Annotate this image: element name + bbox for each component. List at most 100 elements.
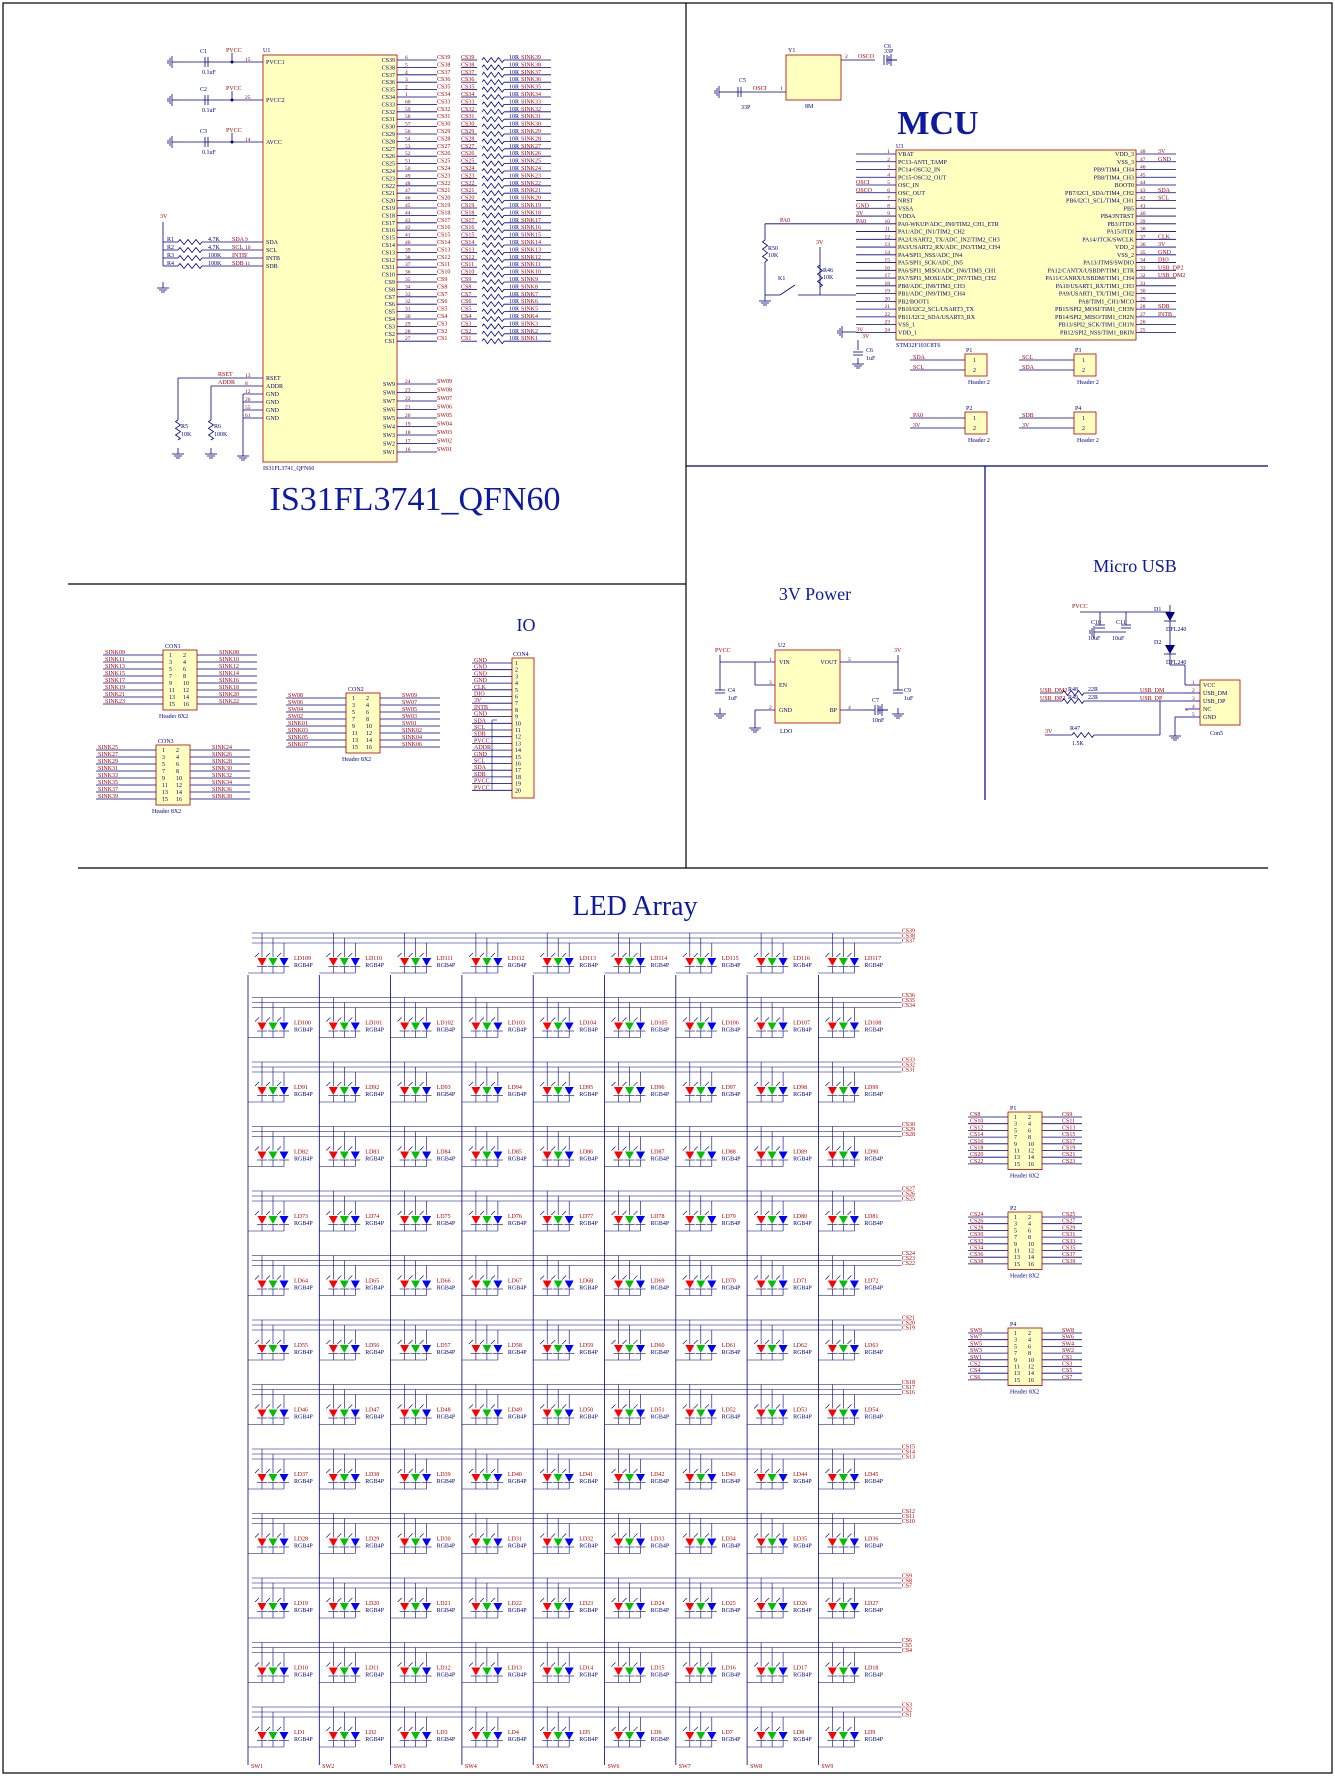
con2-right-pin-number: 2 [366,696,369,702]
led-emission-arrow [337,952,342,958]
led-diode [827,1216,837,1224]
led-emission-arrow [836,1597,841,1603]
usb-cap-ref: C10 [1091,620,1101,626]
led-diode [471,1409,481,1418]
driver-left-pin-name: GND [266,408,280,414]
led-part: RGB4P [722,1028,741,1034]
led-ref: LD28 [294,1537,308,1543]
led-part: RGB4P [651,1221,670,1227]
led-ref: LD110 [365,956,382,962]
mcu-pa0-net: PA0 [780,218,790,224]
led-part: RGB4P [793,1608,812,1614]
led-diode [767,1345,777,1353]
mcu-decoupling-cap [853,351,863,356]
led-emission-arrow [704,1404,710,1409]
led-emission-arrow [408,1662,413,1667]
mcu-left-pin-number: 19 [885,289,891,295]
led-diode [422,1603,432,1611]
led-diode [339,1667,349,1676]
led-ref: LD113 [579,956,596,962]
led-diode [838,1538,848,1547]
led-diode [257,1151,267,1160]
led-diode [493,1667,503,1676]
led-emission-arrow [704,1726,710,1732]
led-part: RGB4P [365,1350,384,1356]
led-emission-arrow [419,952,424,958]
led-emission-arrow [254,1597,260,1603]
led-part: RGB4P [793,1286,812,1292]
led-header-pin-number: 13 [1014,1155,1020,1161]
driver-sw-pin-number: 20 [405,413,411,419]
driver-sink-value: 10R [509,277,519,283]
led-header-pin-number: 3 [1014,1222,1017,1228]
led-ref: LD114 [651,956,668,962]
led-ref: LD39 [437,1472,451,1478]
led-emission-arrow [753,1275,759,1280]
driver-cap-ground [167,56,178,68]
mcu-left-pin-number: 22 [885,312,891,318]
led-part: RGB4P [864,1415,883,1421]
driver-cs-pin-name: CS8 [385,287,395,293]
led-ref: LD42 [651,1472,665,1478]
driver-sink-value: 10R [509,336,519,342]
con4-pin-number: 8 [515,708,518,714]
crystal-net-in: OSCI [753,86,767,92]
driver-sink-cs-net: CS30 [461,122,474,128]
led-diode [707,1667,717,1676]
led-diode [411,958,421,966]
driver-cs-pin-name: CS31 [382,117,395,123]
driver-sink-value: 10R [509,270,519,276]
driver-cap-ground [167,94,178,106]
led-column-net: SW4 [465,1764,477,1770]
led-header-pin-number: 1 [1014,1215,1017,1221]
led-ref: LD79 [722,1214,736,1220]
led-emission-arrow [408,1146,413,1151]
led-diode [339,1345,349,1353]
driver-cs-pin-number: 31 [405,307,411,313]
mcu-ic-body [895,149,1137,341]
driver-cs-pin-number: 3 [405,77,408,83]
led-ref: LD38 [365,1472,379,1478]
led-diode [767,1667,777,1676]
led-emission-arrow [550,1533,556,1538]
led-column-net: SW3 [394,1764,406,1770]
led-ref: LD33 [651,1537,665,1543]
led-diode [564,1667,574,1676]
led-emission-arrow [633,1468,638,1474]
led-emission-arrow [693,1146,699,1151]
con2-left-net: SW06 [288,700,303,706]
led-ref: LD58 [508,1343,522,1349]
led-diode [268,1538,278,1547]
led-diode [257,1022,267,1031]
led-emission-arrow [775,1339,781,1345]
led-diode [339,1151,349,1160]
driver-cs-pin-number: 41 [405,233,411,239]
mcu-right-pin-name: PA12/CANTX/USBDP/TIM1_ETR [1048,268,1134,274]
led-diode [696,1216,706,1224]
led-diode [614,1603,623,1611]
led-diode [411,1087,421,1095]
led-emission-arrow [397,1468,402,1474]
led-emission-arrow [704,952,710,958]
driver-left-pin-name: SDB [266,264,278,270]
ldo-cap-ref: C4 [728,688,735,694]
led-diode [257,1732,267,1740]
led-ref: LD95 [579,1085,593,1091]
led-ref: LD26 [793,1601,807,1607]
mcu-left-pin-number: 7 [887,196,890,202]
driver-left-pin-name: SCL [266,248,277,254]
con4-net: PVCC [474,785,490,791]
driver-sw-pin-name: SW5 [383,416,395,422]
led-part: RGB4P [864,1157,883,1163]
led-header-right-net: CS35 [1062,1246,1075,1252]
con4-pin-number: 10 [515,721,521,727]
ldo-out-cap-value: 1uF [904,696,914,702]
con2-left-net: SINK01 [288,721,308,727]
driver-cs-net: CS26 [437,151,450,157]
mcu-left-pin-name: PC14-OSC32_IN [898,168,941,174]
